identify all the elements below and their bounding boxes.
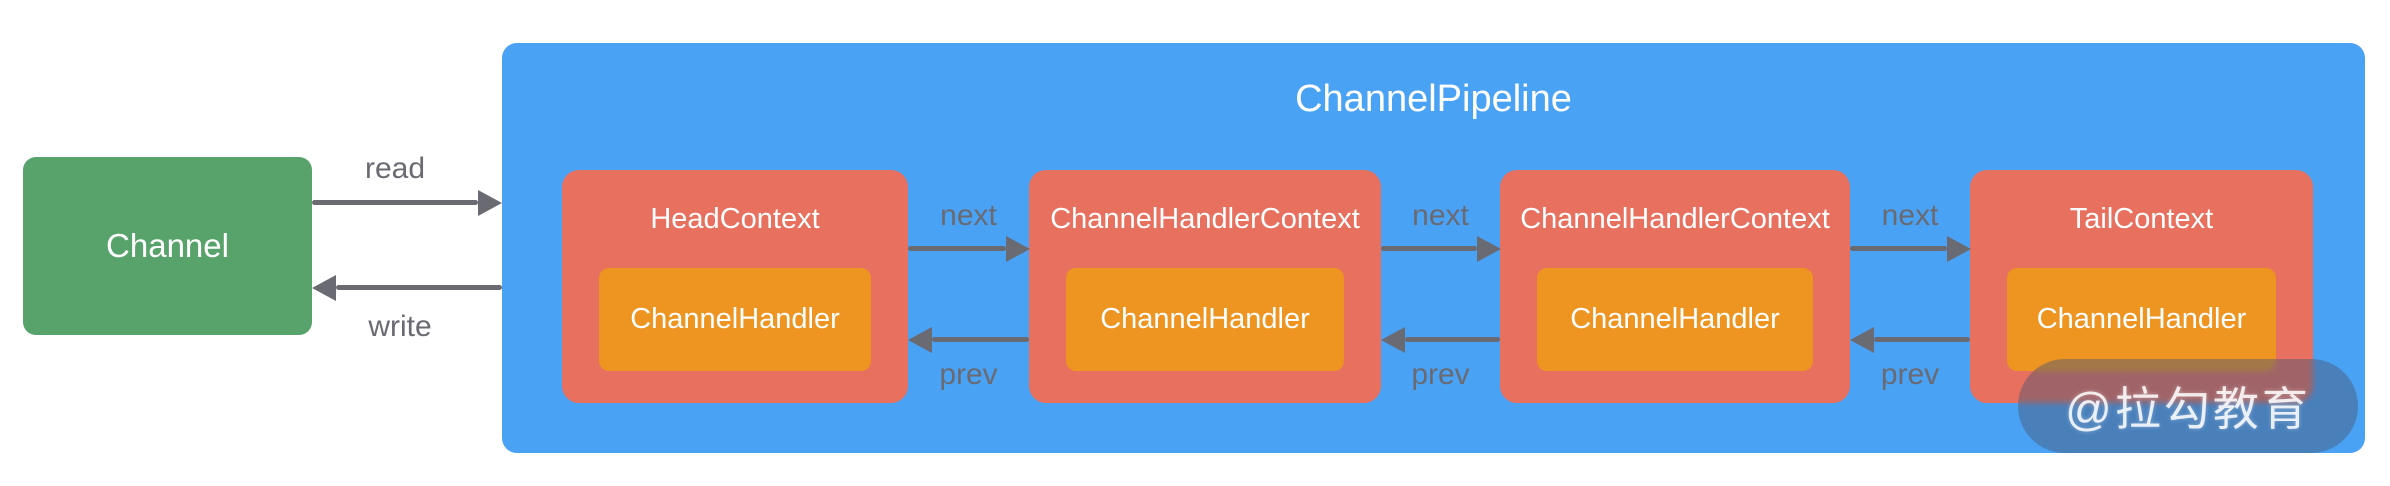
watermark-badge: @拉勾教育 xyxy=(2018,359,2358,453)
next-arrow-line-2 xyxy=(1381,246,1477,251)
prev-label-3: prev xyxy=(1880,358,1940,391)
arrowhead-left-icon xyxy=(908,327,932,353)
write-arrow-line xyxy=(336,285,502,290)
context-title: HeadContext xyxy=(650,202,820,235)
next-label-2: next xyxy=(1412,199,1469,232)
prev-label-2: prev xyxy=(1411,358,1470,391)
arrowhead-left-icon xyxy=(312,275,336,301)
arrowhead-right-icon xyxy=(478,190,502,216)
next-label-3: next xyxy=(1881,199,1939,232)
arrowhead-right-icon xyxy=(1477,236,1501,262)
prev-arrow-line-1 xyxy=(932,337,1029,342)
read-label: read xyxy=(364,152,426,185)
watermark-text: @拉勾教育 xyxy=(2065,383,2311,435)
arrowhead-right-icon xyxy=(1006,236,1030,262)
arrowhead-right-icon xyxy=(1947,236,1971,262)
prev-arrow-line-3 xyxy=(1874,337,1970,342)
channel-handler-box: ChannelHandler xyxy=(599,268,871,371)
arrowhead-left-icon xyxy=(1381,327,1405,353)
channel-label: Channel xyxy=(106,227,229,264)
next-arrow-line-3 xyxy=(1850,246,1947,251)
context-box-handler-1: ChannelHandlerContext ChannelHandler xyxy=(1029,170,1381,403)
channel-node: Channel xyxy=(23,157,312,335)
prev-label-1: prev xyxy=(939,358,998,391)
next-arrow-line-1 xyxy=(908,246,1006,251)
context-box-head: HeadContext ChannelHandler xyxy=(562,170,908,403)
prev-arrow-line-2 xyxy=(1405,337,1500,342)
read-arrow-line xyxy=(312,200,478,205)
context-box-handler-2: ChannelHandlerContext ChannelHandler xyxy=(1500,170,1850,403)
context-title: ChannelHandlerContext xyxy=(1050,202,1360,235)
pipeline-title: ChannelPipeline xyxy=(1295,78,1572,120)
context-title: TailContext xyxy=(2069,202,2214,235)
channel-handler-box: ChannelHandler xyxy=(1537,268,1813,371)
channel-handler-box: ChannelHandler xyxy=(2007,268,2276,371)
write-label: write xyxy=(368,310,432,343)
next-label-1: next xyxy=(940,199,997,232)
arrowhead-left-icon xyxy=(1850,327,1874,353)
context-title: ChannelHandlerContext xyxy=(1520,202,1830,235)
channel-handler-box: ChannelHandler xyxy=(1066,268,1344,371)
